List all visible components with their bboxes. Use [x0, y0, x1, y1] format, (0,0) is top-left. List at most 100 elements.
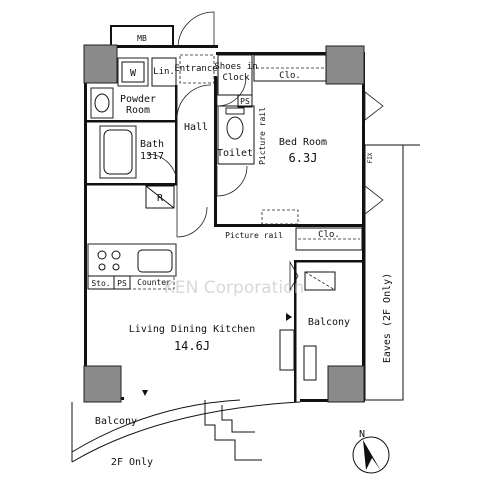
window-bed-2	[364, 185, 384, 215]
door-ldk	[176, 185, 208, 238]
pillar-bottom-left	[83, 365, 122, 403]
balcony-shelf-1	[304, 271, 336, 291]
north-compass: N	[352, 429, 390, 474]
compass-n-label: N	[359, 429, 365, 440]
label-bath: Bath	[140, 139, 164, 150]
label-counter: Counter	[137, 278, 171, 287]
balcony-door	[289, 260, 299, 292]
washer-pan-inner	[121, 61, 145, 83]
label-room: Room	[126, 105, 150, 116]
stove-burner-1	[97, 250, 107, 260]
label-clo-top: Clo.	[279, 71, 301, 81]
label-picture-rail-h: Picture rail	[225, 231, 283, 240]
label-bath-size: 1317	[140, 151, 164, 162]
shoe-cloak	[217, 54, 253, 96]
bath-tub-inner	[103, 129, 133, 175]
closet-door-mark	[286, 313, 292, 321]
wall-top-right	[216, 52, 364, 55]
balcony-steps-2	[221, 405, 255, 433]
toilet-tank	[225, 107, 245, 115]
wall-balcony-top	[294, 260, 364, 263]
labels: MB W Lin. Entrance Shoes in Clock PS Clo…	[91, 34, 393, 468]
wall-powder-bottom	[87, 120, 177, 123]
wall-bed-bottom	[214, 224, 364, 227]
fixtures	[87, 54, 420, 401]
balcony-shelf-2	[303, 345, 317, 381]
label-balcony-bottom: Balcony	[95, 416, 137, 427]
wall-mb-left	[110, 25, 112, 47]
balcony-shelf-1-d	[304, 271, 336, 291]
balcony-curve-outer	[71, 401, 301, 463]
sash-mark	[142, 390, 148, 396]
closet-bottom	[295, 227, 363, 251]
entrance-area	[179, 54, 215, 84]
counter-strip	[129, 275, 175, 290]
door-bedroom	[216, 76, 247, 107]
pillar-top-left	[83, 44, 118, 84]
vanity	[90, 87, 114, 119]
label-ldk-size: 14.6J	[174, 339, 210, 353]
wall-mb-right	[172, 25, 174, 47]
doors	[142, 11, 384, 396]
kitchen-sink	[137, 249, 173, 273]
label-powder: Powder	[120, 94, 156, 105]
ps-box-top	[237, 94, 253, 108]
wall-top-left	[84, 45, 218, 48]
door-entrance	[177, 11, 215, 49]
bath-tub	[99, 125, 137, 179]
washer-pan	[117, 57, 149, 87]
label-lin: Lin.	[153, 67, 175, 77]
label-hall: Hall	[184, 122, 208, 133]
fridge-diag-1	[145, 185, 175, 209]
label-bed-room: Bed Room	[279, 137, 327, 148]
label-r: R	[157, 193, 164, 204]
bedroom-ac	[261, 209, 299, 225]
label-shoes-in: Shoes in	[214, 62, 257, 72]
label-sto: Sto.	[91, 279, 110, 288]
label-eaves: Eaves (2F Only)	[382, 273, 393, 363]
label-clo-bottom: Clo.	[318, 230, 340, 240]
balcony-curve-inner	[71, 399, 241, 453]
vanity-bowl	[94, 93, 110, 113]
linen-shelf	[151, 57, 177, 87]
wall-balcony-left	[294, 262, 297, 402]
label-w: W	[130, 68, 137, 79]
pillars	[83, 44, 365, 403]
pillar-top-right	[325, 45, 365, 85]
label-toilet: Toilet	[217, 148, 253, 159]
wall-bath-bottom	[87, 183, 177, 186]
fridge-space	[145, 185, 175, 209]
label-ps-bottom: PS	[117, 279, 127, 288]
stove-burner-4	[112, 263, 120, 271]
kitchen-counter	[87, 243, 177, 277]
label-balcony-right: Balcony	[308, 317, 350, 328]
label-entrance: Entrance	[174, 64, 217, 74]
toilet-bowl	[226, 116, 244, 140]
label-picture-rail-v: Picture rail	[258, 107, 267, 165]
stove-burner-2	[111, 250, 121, 260]
balcony-steps	[204, 400, 262, 461]
closet-top	[253, 54, 327, 82]
toilet-room	[217, 105, 255, 165]
label-2f-only: 2F Only	[111, 457, 153, 468]
label-clock: Clock	[222, 73, 250, 83]
wall-bath-right	[175, 85, 178, 185]
label-ps-top: PS	[240, 97, 250, 106]
door-toilet	[216, 165, 248, 197]
label-mb: MB	[137, 34, 147, 43]
label-fix: FIX	[367, 152, 374, 163]
door-hall	[176, 84, 212, 120]
bay-unit	[279, 329, 295, 371]
label-bed-size: 6.3J	[289, 151, 318, 165]
bottom-balcony	[71, 399, 301, 463]
door-bath	[146, 122, 178, 185]
pillar-bottom-right	[327, 365, 365, 403]
stove-burner-3	[98, 263, 106, 271]
compass-needle-icon	[363, 440, 381, 471]
label-watermark: KEN Corporation	[164, 278, 304, 298]
walls	[84, 25, 365, 402]
wall-mb-top	[110, 25, 174, 27]
wall-bed-left	[214, 76, 217, 226]
label-ldk: Living Dining Kitchen	[129, 324, 255, 335]
